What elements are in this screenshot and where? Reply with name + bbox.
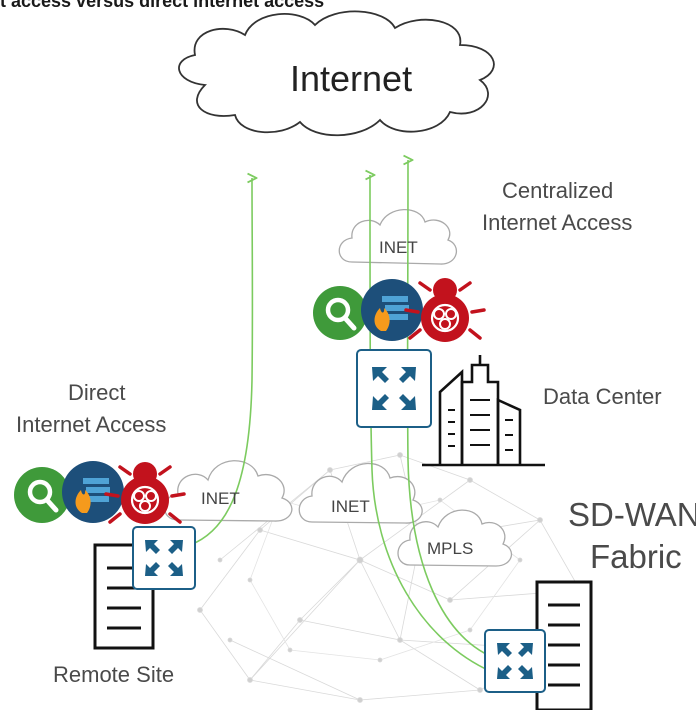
sdwan-label-line1: SD-WAN	[568, 496, 696, 533]
centralized-label-line1: Centralized	[502, 178, 614, 203]
datacenter-malware-bug-icon	[404, 278, 486, 342]
datacenter-router-icon	[356, 349, 432, 428]
direct-label-line1: Direct	[68, 380, 126, 405]
cloud-label-inet-remote: INET	[201, 489, 240, 508]
cloud-inet-middle	[298, 462, 423, 524]
remote-router-icon	[132, 526, 196, 590]
centralized-path-2	[408, 160, 501, 661]
data-center-building-icon	[422, 355, 545, 467]
datacenter-search-icon	[313, 286, 367, 340]
remote-site-label: Remote Site	[53, 662, 175, 687]
internet-label: Internet	[290, 58, 413, 99]
internet-cloud	[178, 10, 495, 137]
data-center-label: Data Center	[543, 384, 662, 409]
cloud-mpls	[397, 509, 513, 567]
datacenter-firewall-icon	[361, 279, 423, 341]
page-title: t access versus direct internet access	[0, 0, 325, 11]
remote-malware-bug-icon	[104, 462, 186, 524]
remote-search-icon	[14, 467, 70, 523]
cloud-label-mpls: MPLS	[427, 539, 474, 558]
cloud-label-inet-middle: INET	[331, 497, 370, 516]
cloud-inet-datacenter	[338, 209, 458, 265]
cloud-label-inet-datacenter: INET	[379, 238, 418, 257]
direct-label-line2: Internet Access	[16, 412, 167, 437]
centralized-label-line2: Internet Access	[482, 210, 633, 235]
traffic-paths	[189, 160, 501, 673]
remote-firewall-icon	[62, 461, 124, 523]
direct-access-path	[189, 178, 252, 546]
sdwan-label-line2: Fabric	[590, 538, 682, 575]
remote-server-icon	[93, 543, 155, 650]
branch-router-icon	[484, 629, 546, 693]
